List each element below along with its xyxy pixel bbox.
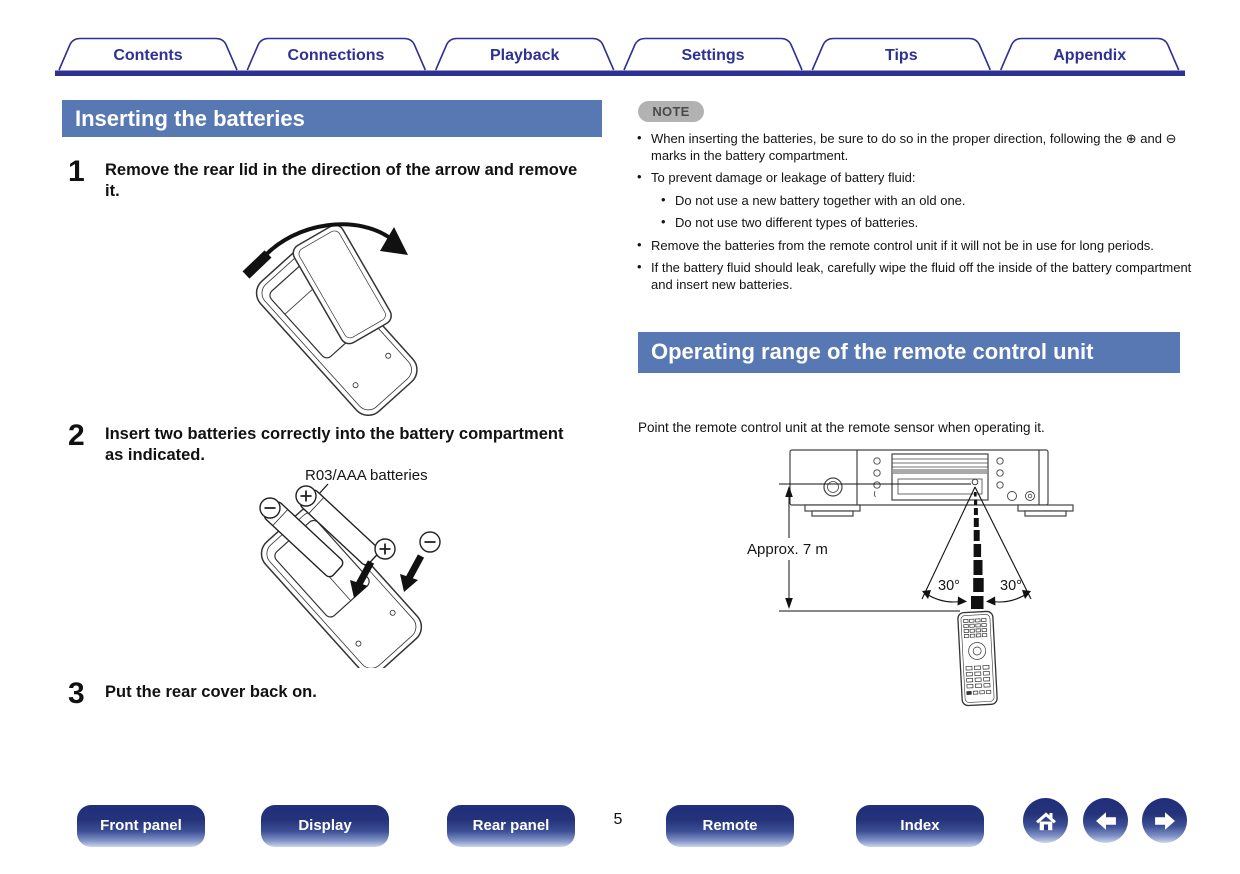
note-item: •When inserting the batteries, be sure t… xyxy=(637,130,1177,164)
tab-label: Appendix xyxy=(1053,47,1126,64)
display-button[interactable]: Display xyxy=(261,805,389,847)
note-sub-item: •Do not use a new battery together with … xyxy=(661,192,966,209)
step-2: 2 Insert two batteries correctly into th… xyxy=(68,419,580,466)
tab-tips[interactable]: Tips xyxy=(811,37,992,71)
lid-direction-arrow-icon xyxy=(242,222,408,279)
remote-sensor-icon xyxy=(971,478,979,486)
tab-label: Settings xyxy=(681,47,744,64)
rear-panel-button[interactable]: Rear panel xyxy=(447,805,575,847)
remote-lid-removal-illustration xyxy=(242,222,418,417)
index-button[interactable]: Index xyxy=(856,805,984,847)
section-header-operating-range: Operating range of the remote control un… xyxy=(638,332,1180,373)
tab-connections[interactable]: Connections xyxy=(246,37,427,71)
back-arrow-icon xyxy=(1095,811,1116,830)
battery-2-drawing xyxy=(295,485,380,566)
angle-left-label: 30° xyxy=(938,578,960,594)
tab-contents[interactable]: Contents xyxy=(58,37,238,71)
note-sublist: •Do not use a new battery together with … xyxy=(660,192,1192,231)
home-button[interactable] xyxy=(1023,798,1068,843)
bullet: • xyxy=(637,169,642,185)
distance-dimension xyxy=(779,483,971,612)
step-1: 1 Remove the rear lid in the direction o… xyxy=(68,155,580,202)
front-panel-button[interactable]: Front panel xyxy=(77,805,205,847)
remote-control-drawing xyxy=(957,610,998,707)
tab-playback[interactable]: Playback xyxy=(434,37,615,71)
step-number: 2 xyxy=(68,419,85,452)
note-item: •Remove the batteries from the remote co… xyxy=(637,237,1154,254)
operating-range-intro: Point the remote control unit at the rem… xyxy=(638,419,1045,435)
note-sub-item: •Do not use two different types of batte… xyxy=(661,214,919,231)
section-title: Operating range of the remote control un… xyxy=(651,339,1094,364)
step-number: 1 xyxy=(68,155,85,188)
forward-button[interactable] xyxy=(1142,798,1187,843)
bullet: • xyxy=(661,214,666,230)
tab-label: Connections xyxy=(288,47,385,64)
battery-insertion-illustration: R03/AAA batteries xyxy=(259,467,441,668)
player-unit-drawing xyxy=(789,449,1074,517)
battery-lid-drawing xyxy=(292,224,392,345)
step-text: Insert two batteries correctly into the … xyxy=(105,425,564,465)
note-badge: NOTE xyxy=(638,101,704,122)
battery-type-label: R03/AAA batteries xyxy=(305,467,428,484)
tab-label: Tips xyxy=(885,47,918,64)
distance-label: Approx. 7 m xyxy=(747,541,828,558)
angle-right-label: 30° xyxy=(1000,578,1022,594)
section-header-inserting-batteries: Inserting the batteries xyxy=(62,100,602,137)
home-icon xyxy=(1035,811,1056,830)
remote-button[interactable]: Remote xyxy=(666,805,794,847)
bullet: • xyxy=(637,237,642,253)
tab-bar: Contents Connections Playback Settings T… xyxy=(55,37,1185,76)
cone-arc-arrowheads xyxy=(922,590,1031,606)
step-number: 3 xyxy=(68,677,85,710)
ir-beam-icon xyxy=(971,492,984,609)
battery-1-drawing xyxy=(259,497,344,578)
note-item: •If the battery fluid should leak, caref… xyxy=(637,259,1192,293)
note-item: •To prevent damage or leakage of battery… xyxy=(637,169,916,186)
insert-direction-arrows-icon xyxy=(350,554,425,598)
operating-range-diagram: Approx. 7 m 30° 30° xyxy=(747,449,1074,707)
forward-arrow-icon xyxy=(1154,811,1175,830)
bullet: • xyxy=(661,192,666,208)
section-title: Inserting the batteries xyxy=(75,106,305,131)
tab-label: Contents xyxy=(113,47,182,64)
note-list: •When inserting the batteries, be sure t… xyxy=(636,130,1192,298)
tab-bar-rule xyxy=(55,70,1185,76)
step-3: 3 Put the rear cover back on. xyxy=(68,677,580,710)
bullet: • xyxy=(637,130,642,145)
polarity-marks xyxy=(374,531,441,560)
step-text: Put the rear cover back on. xyxy=(105,683,317,701)
tab-appendix[interactable]: Appendix xyxy=(999,37,1180,71)
tab-label: Playback xyxy=(490,47,559,64)
bullet: • xyxy=(637,259,642,275)
page-number: 5 xyxy=(613,811,623,828)
back-button[interactable] xyxy=(1083,798,1128,843)
step-text: Remove the rear lid in the direction of … xyxy=(105,161,578,201)
tab-settings[interactable]: Settings xyxy=(623,37,803,71)
